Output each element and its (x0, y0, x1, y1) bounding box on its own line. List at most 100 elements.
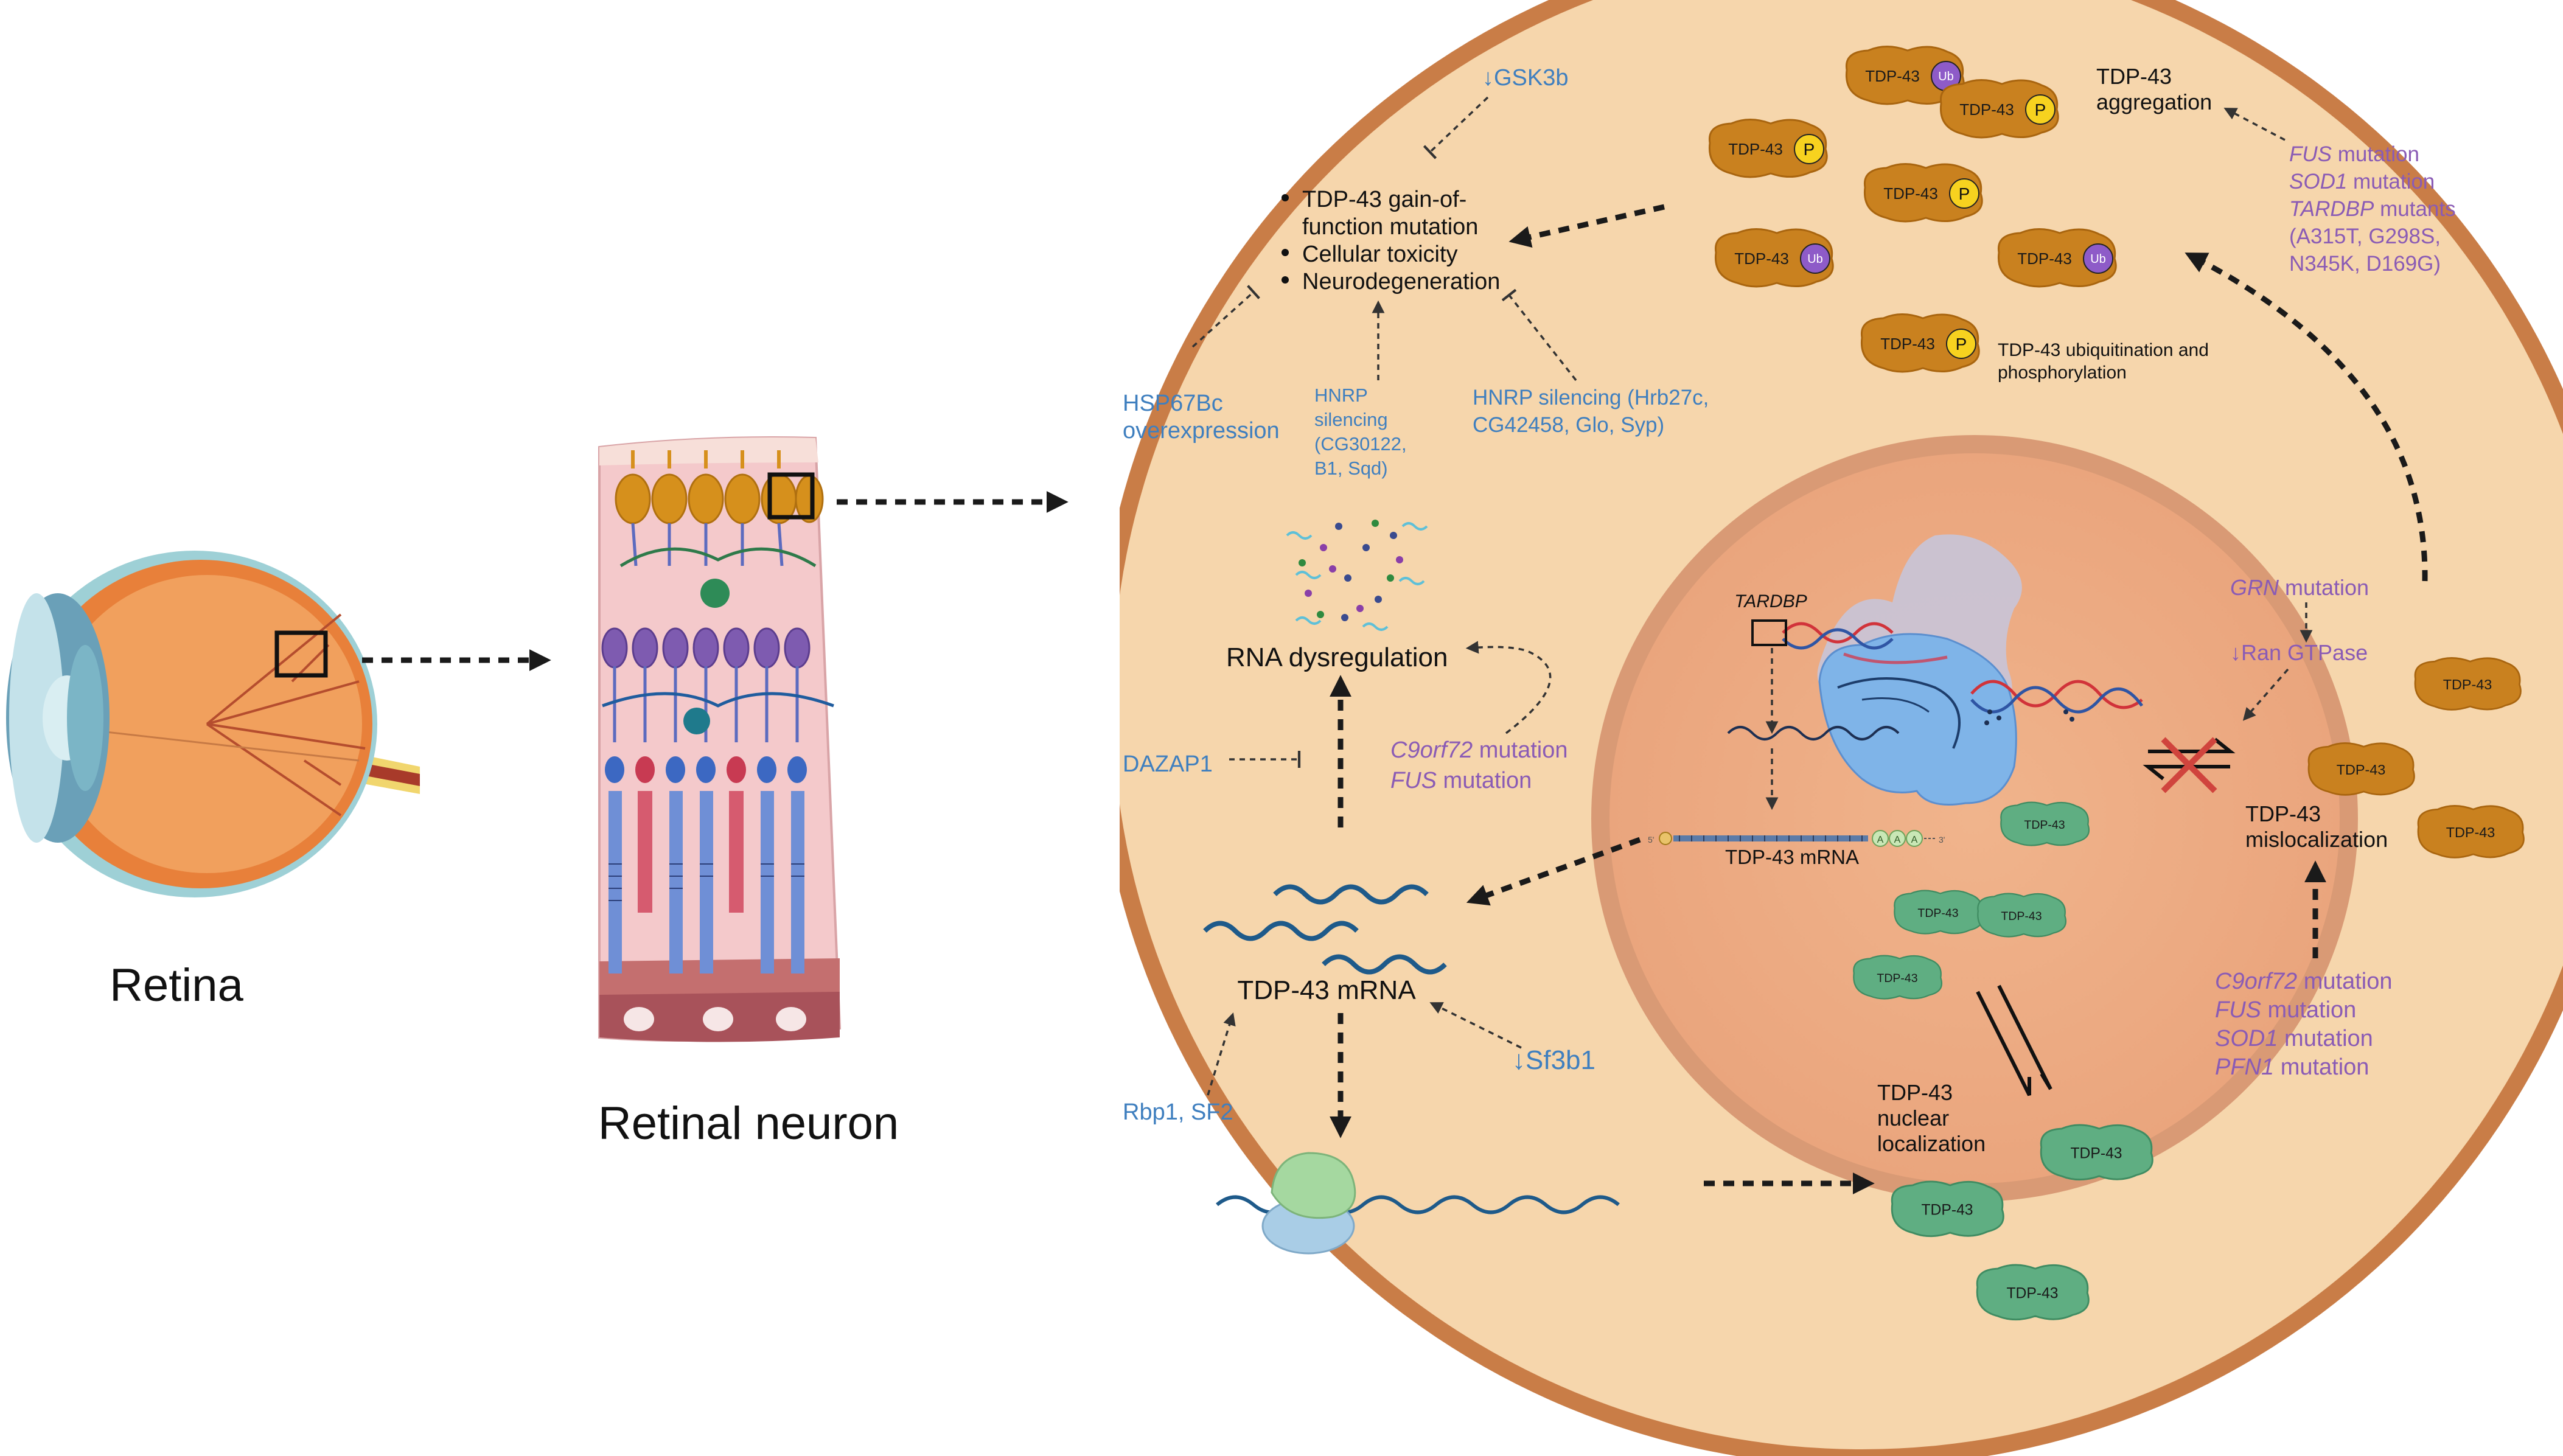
agg-cause-sod1: SOD1 mutation (2289, 170, 2435, 193)
misloc-cause-pfn1: PFN1 mutation (2215, 1054, 2369, 1080)
poly-a-3: A (1911, 835, 1918, 845)
nuclear-import-symbol (1976, 984, 2052, 1096)
svg-text:P: P (1956, 335, 1967, 354)
svg-text:TDP-43: TDP-43 (1734, 249, 1789, 268)
sf3b1-label: ↓Sf3b1 (1512, 1045, 1595, 1075)
svg-text:P: P (1959, 184, 1970, 203)
hnrp-a-3: (CG30122, (1314, 433, 1407, 455)
toxicity-item-neuro: Neurodegeneration (1302, 269, 1500, 294)
nuclear-tdp43-7: TDP-43 (1976, 1264, 2090, 1321)
gsk3b-label: ↓GSK3b (1482, 65, 1569, 91)
nuclear-localization-2: nuclear (1877, 1106, 1949, 1130)
toxicity-item-cellular: Cellular toxicity (1302, 242, 1458, 267)
hsp-inhibition (1191, 285, 1260, 348)
tardbp-gene-label: TARDBP (1734, 591, 1807, 611)
svg-text:TDP-43: TDP-43 (2446, 824, 2495, 840)
aggregation-title-2: aggregation (2096, 89, 2212, 114)
poly-a-1: A (1877, 835, 1884, 845)
mislocalization-title-1: TDP-43 (2245, 801, 2321, 826)
nuclear-tdp43-5: TDP-43 (2040, 1124, 2153, 1181)
agg-cause-fus: FUS mutation (2289, 142, 2419, 166)
svg-text:Ub: Ub (2090, 253, 2106, 266)
nuclear-mrna-label: TDP-43 mRNA (1725, 846, 1859, 868)
agg-cause-variants-1: (A315T, G298S, (2289, 225, 2441, 248)
three-prime-label: 3' (1939, 835, 1945, 845)
tardbp-box (1751, 619, 1787, 646)
aggregate-ub-2: TDP-43 Ub (1714, 228, 1834, 288)
cytoplasmic-tdp43-3: TDP-43 (2417, 805, 2525, 859)
hsp-label-2: overexpression (1123, 418, 1280, 444)
dazap-label: DAZAP1 (1123, 751, 1213, 777)
nuclear-localization-1: TDP-43 (1877, 1080, 1953, 1105)
svg-text:Ub: Ub (1938, 70, 1954, 83)
retinal-neuron-illustration (598, 436, 842, 1042)
agg-causes-arrow (2223, 108, 2286, 141)
hnrp-a-4: B1, Sqd) (1314, 458, 1388, 479)
aggregation-title-1: TDP-43 (2096, 64, 2172, 89)
aggregation-causes: FUS mutation SOD1 mutation TARDBP mutant… (2289, 142, 2456, 276)
hnrp-b-1: HNRP silencing (Hrb27c, (1473, 386, 1709, 409)
blocked-export-symbol (2143, 737, 2236, 793)
nuclear-tdp43-6: TDP-43 (1891, 1180, 2004, 1238)
svg-text:TDP-43: TDP-43 (1921, 1202, 1973, 1219)
nuclear-tdp43-2: TDP-43 (1894, 890, 1984, 935)
nuclear-tdp43-1: TDP-43 (2000, 801, 2090, 846)
grn-mutation-label: GRN mutation (2230, 575, 2369, 600)
toxicity-item-gain-2: function mutation (1302, 214, 1478, 240)
gsk3b-inhibition (1423, 96, 1489, 159)
nuclear-tdp43-4: TDP-43 (1853, 955, 1943, 1000)
svg-text:TDP-43: TDP-43 (2024, 818, 2065, 832)
agg-cause-variants-2: N345K, D169G) (2289, 252, 2441, 276)
eye-label: Retina (110, 960, 243, 1011)
misloc-cause-fus: FUS mutation (2215, 997, 2356, 1023)
eye-illustration (6, 551, 420, 897)
svg-text:TDP-43: TDP-43 (1865, 67, 1920, 85)
rna-dysregulation-title: RNA dysregulation (1226, 643, 1448, 672)
aggregate-p-1: TDP-43 P (1939, 79, 2059, 139)
nuclear-mrna: 5' A A A 3' (1648, 830, 1945, 847)
nucleus (1591, 435, 2358, 1202)
poly-a-2: A (1894, 835, 1901, 845)
nuclear-tdp43-3: TDP-43 (1977, 893, 2067, 938)
nucleus-to-cytoplasm-mrna-arrow (1466, 837, 1641, 906)
ran-arrow (2242, 668, 2289, 721)
svg-text:TDP-43: TDP-43 (2337, 762, 2386, 778)
misloc-cause-c9: C9orf72 mutation (2215, 969, 2393, 994)
nuclear-localization-3: localization (1877, 1131, 1986, 1156)
ran-gtpase-label: ↓Ran GTPase (2230, 640, 2368, 665)
svg-text:TDP-43: TDP-43 (1959, 100, 2014, 119)
svg-text:TDP-43: TDP-43 (2006, 1286, 2058, 1302)
misloc-cause-sod1: SOD1 mutation (2215, 1026, 2373, 1051)
hnrp-b-2: CG42458, Glo, Syp) (1473, 413, 1664, 437)
aggregate-p-3: TDP-43 P (1863, 163, 1983, 223)
svg-text:TDP-43: TDP-43 (1917, 907, 1958, 920)
mislocalization-causes: C9orf72 mutation FUS mutation SOD1 mutat… (2215, 969, 2393, 1080)
mislocalization-title-2: mislocalization (2245, 827, 2388, 852)
aggregate-ub-1: TDP-43 Ub (1845, 46, 1965, 105)
toxicity-list (1282, 194, 1289, 284)
five-prime-label: 5' (1648, 835, 1654, 845)
svg-text:TDP-43: TDP-43 (1883, 184, 1938, 203)
ubiquitination-label-2: phosphorylation (1998, 363, 2127, 383)
svg-text:TDP-43: TDP-43 (2443, 677, 2492, 692)
svg-text:P: P (2035, 100, 2046, 119)
mrna-squiggles (1203, 884, 1447, 975)
ribosome (1216, 1152, 1620, 1255)
rbp-label: Rbp1, SF2 (1123, 1099, 1233, 1125)
hnrp-a-1: HNRP (1314, 385, 1368, 406)
hnrp-a-2: silencing (1314, 409, 1388, 430)
svg-text:P: P (1804, 140, 1815, 159)
svg-text:TDP-43: TDP-43 (1877, 972, 1917, 985)
svg-text:TDP-43: TDP-43 (2070, 1146, 2122, 1162)
rna-fragments (1286, 520, 1428, 631)
hnrp-b-inhibition (1501, 288, 1577, 381)
toxicity-item-gain-1: TDP-43 gain-of- (1302, 187, 1466, 212)
svg-text:Ub: Ub (1807, 253, 1823, 266)
dna-strand (1727, 622, 2144, 740)
c9-mutation-label: C9orf72 mutation (1390, 737, 1568, 763)
cytoplasmic-tdp43-2: TDP-43 (2307, 742, 2415, 796)
